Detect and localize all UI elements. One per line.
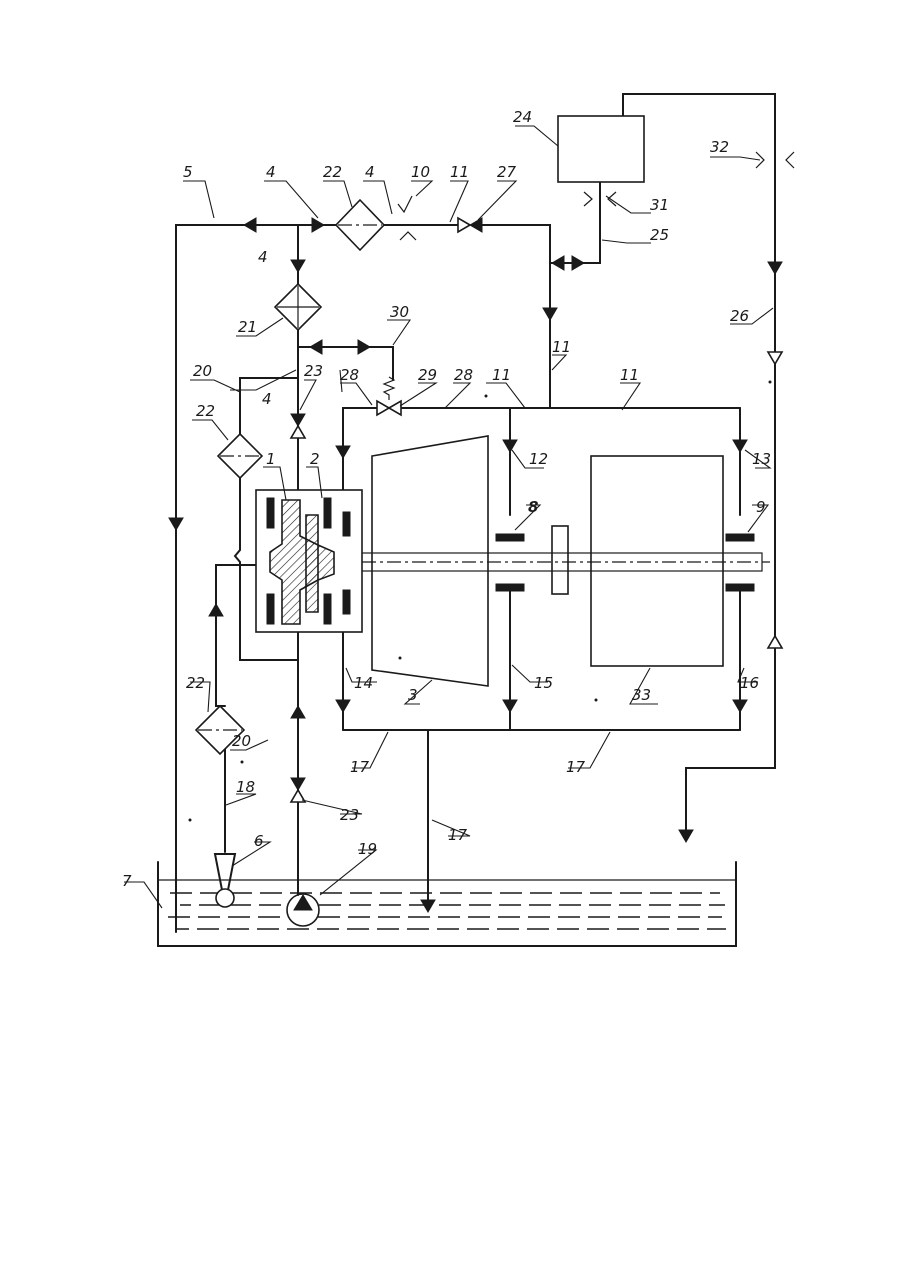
label-20: 20 <box>193 362 212 380</box>
label-14: 14 <box>354 674 373 692</box>
turbine-rotor-3 <box>372 436 488 686</box>
label-31: 31 <box>650 196 669 214</box>
shaft-coupling <box>552 526 568 594</box>
label-23: 23 <box>340 806 359 824</box>
label-23: 23 <box>304 362 323 380</box>
label-6: 6 <box>254 832 264 850</box>
label-25: 25 <box>650 226 669 244</box>
thrust-bearing-housing <box>256 490 362 632</box>
label-21: 21 <box>238 318 257 336</box>
label-17: 17 <box>350 758 370 776</box>
oil-surface-hatching <box>168 893 726 929</box>
label-5: 5 <box>183 163 193 181</box>
filter-22-middle <box>218 434 262 478</box>
heat-exchanger-21 <box>275 284 321 330</box>
label-4: 4 <box>266 163 276 181</box>
label-8: 8 <box>528 498 538 516</box>
label-22: 22 <box>323 163 342 181</box>
label-29: 29 <box>418 366 437 384</box>
label-17: 17 <box>566 758 586 776</box>
relief-valve-29 <box>377 377 401 415</box>
check-valve-23-bottom <box>291 778 305 802</box>
label-28: 28 <box>454 366 473 384</box>
label-2: 2 <box>310 450 320 468</box>
label-7: 7 <box>122 872 132 890</box>
label-24: 24 <box>513 108 532 126</box>
label-12: 12 <box>529 450 548 468</box>
orifice-10 <box>398 196 416 240</box>
pump-19 <box>287 894 319 926</box>
label-3: 3 <box>408 686 418 704</box>
label-30: 30 <box>390 303 409 321</box>
label-27: 27 <box>497 163 517 181</box>
label-4: 4 <box>258 248 268 266</box>
check-valve-23-top <box>291 414 305 438</box>
label-11: 11 <box>492 366 511 384</box>
label-20: 20 <box>232 732 251 750</box>
label-10: 10 <box>411 163 430 181</box>
generator-33 <box>591 456 723 666</box>
label-19: 19 <box>358 840 377 858</box>
label-22: 22 <box>186 674 205 692</box>
oil-tank <box>158 862 736 946</box>
label-11: 11 <box>620 366 639 384</box>
label-32: 32 <box>710 138 729 156</box>
label-26: 26 <box>730 307 749 325</box>
label-9: 9 <box>756 498 766 516</box>
filter-22-top <box>336 200 384 250</box>
label-16: 16 <box>740 674 759 692</box>
label-4: 4 <box>262 390 272 408</box>
label-13: 13 <box>752 450 771 468</box>
label-28: 28 <box>340 366 359 384</box>
label-11: 11 <box>450 163 469 181</box>
label-4: 4 <box>365 163 375 181</box>
label-22: 22 <box>196 402 215 420</box>
label-17: 17 <box>448 826 468 844</box>
label-15: 15 <box>534 674 553 692</box>
label-11: 11 <box>552 338 571 356</box>
label-1: 1 <box>266 450 276 468</box>
tank-24 <box>558 116 644 182</box>
label-18: 18 <box>236 778 255 796</box>
label-33: 33 <box>632 686 651 704</box>
